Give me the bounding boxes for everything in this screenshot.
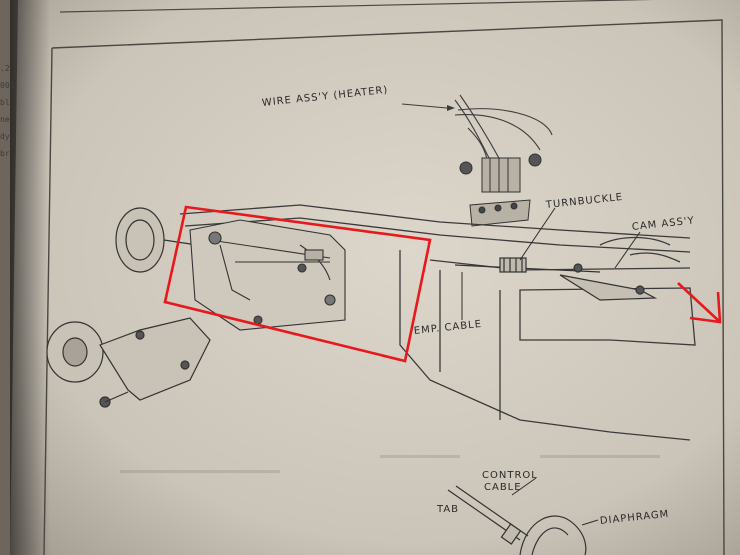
margin-mark: dy	[0, 132, 10, 141]
control-mechanism	[189, 219, 346, 331]
margin-mark: .2	[0, 64, 10, 73]
turnbuckle-assembly	[454, 257, 658, 301]
red-arrow	[677, 282, 722, 324]
left-vent-components	[46, 207, 231, 408]
control-cable-label-line2: CABLE	[484, 482, 522, 493]
control-cable-label-line1: CONTROL	[482, 470, 538, 481]
margin-mark: br	[0, 149, 10, 158]
left-margin-marks: .2 001 bl ne dy br	[0, 60, 20, 162]
diaphragm-sketch	[447, 485, 587, 555]
connector-block	[459, 153, 542, 227]
margin-mark: ne	[0, 115, 10, 124]
page-frame	[59, 0, 655, 13]
heater-housing	[179, 204, 696, 441]
paper-page	[10, 0, 740, 555]
tab-label: TAB	[437, 504, 460, 515]
margin-mark: bl	[0, 98, 10, 107]
leader-lines	[461, 207, 641, 526]
margin-mark: 001	[0, 81, 15, 90]
red-highlight-box	[163, 205, 432, 363]
heater-wire-assy	[401, 94, 553, 166]
